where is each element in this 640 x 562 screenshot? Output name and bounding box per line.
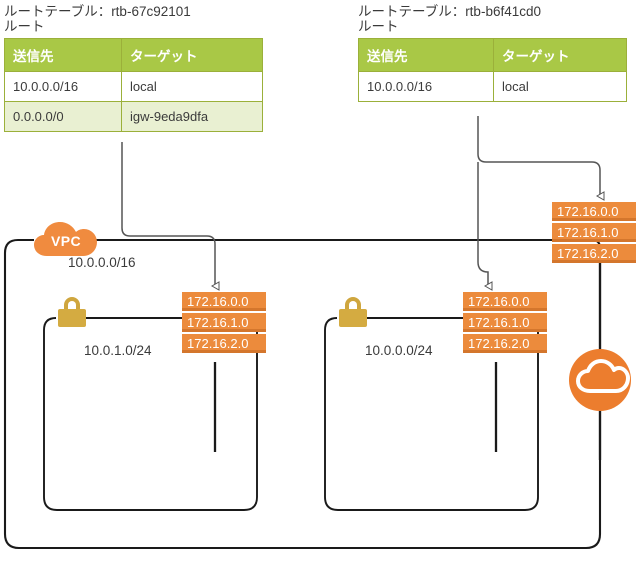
route-table-1-title: ルートテーブル：rtb-67c92101 ルート — [4, 4, 191, 34]
table-row: 0.0.0.0/0 igw-9eda9dfa — [4, 101, 263, 132]
ip-badge: 172.16.0.0 — [182, 292, 266, 311]
vpc-cloud-badge: VPC — [33, 219, 99, 259]
route-table-1: ルートテーブル：rtb-67c92101 ルート 送信先 ターゲット 10.0.… — [4, 4, 263, 132]
route-table-2-table: 送信先 ターゲット 10.0.0.0/16 local — [358, 38, 627, 102]
vpc-boundary — [3, 238, 602, 550]
ip-stack-subnet-left: 172.16.0.0 172.16.1.0 172.16.2.0 — [182, 292, 266, 355]
ip-badge: 172.16.1.0 — [182, 313, 266, 332]
edge-rt1-to-subnet-left — [121, 142, 220, 291]
ip-badge: 172.16.2.0 — [182, 334, 266, 353]
cell-destination: 10.0.0.0/16 — [4, 71, 122, 102]
table-row: 10.0.0.0/16 local — [358, 71, 627, 102]
ip-stack-edge: 172.16.0.0 172.16.1.0 172.16.2.0 — [552, 202, 636, 265]
route-table-2: ルートテーブル：rtb-b6f41cd0 ルート 送信先 ターゲット 10.0.… — [358, 4, 627, 102]
cloud-icon — [34, 222, 97, 256]
route-table-1-table: 送信先 ターゲット 10.0.0.0/16 local 0.0.0.0/0 ig… — [4, 38, 263, 132]
column-header-target: ターゲット — [121, 38, 263, 72]
table-row: 10.0.0.0/16 local — [4, 71, 263, 102]
lock-shackle — [345, 297, 361, 313]
lock-shackle — [64, 297, 80, 313]
ip-badge: 172.16.2.0 — [463, 334, 547, 353]
route-table-2-title: ルートテーブル：rtb-b6f41cd0 ルート — [358, 4, 541, 34]
edge-rt2-trunk — [477, 116, 487, 163]
column-header-destination: 送信先 — [358, 38, 494, 72]
ip-badge: 172.16.1.0 — [463, 313, 547, 332]
cell-target: local — [121, 71, 263, 102]
ip-stack-subnet-right: 172.16.0.0 172.16.1.0 172.16.2.0 — [463, 292, 547, 355]
lock-body — [58, 309, 86, 327]
lock-body — [339, 309, 367, 327]
table-header-row: 送信先 ターゲット — [358, 38, 627, 72]
lock-icon-right — [339, 297, 367, 327]
cell-destination: 0.0.0.0/0 — [4, 101, 122, 132]
lock-icon-left — [58, 297, 86, 327]
subnet-right-cidr: 10.0.0.0/24 — [365, 343, 433, 358]
edge-rt2-to-subnet-right — [477, 162, 493, 291]
cell-destination: 10.0.0.0/16 — [358, 71, 494, 102]
table-header-row: 送信先 ターゲット — [4, 38, 263, 72]
edge-rt2-to-edge-stack — [486, 161, 605, 201]
ip-badge: 172.16.0.0 — [552, 202, 636, 221]
ip-badge: 172.16.1.0 — [552, 223, 636, 242]
column-header-destination: 送信先 — [4, 38, 122, 72]
internet-gateway — [569, 349, 631, 411]
column-header-target: ターゲット — [493, 38, 627, 72]
ip-badge: 172.16.0.0 — [463, 292, 547, 311]
ip-badge: 172.16.2.0 — [552, 244, 636, 263]
vpc-cidr-label: 10.0.0.0/16 — [68, 255, 136, 270]
vpc-badge-label: VPC — [51, 233, 81, 249]
cell-target: igw-9eda9dfa — [121, 101, 263, 132]
subnet-left-cidr: 10.0.1.0/24 — [84, 343, 152, 358]
cloud-icon — [576, 359, 630, 393]
cell-target: local — [493, 71, 627, 102]
